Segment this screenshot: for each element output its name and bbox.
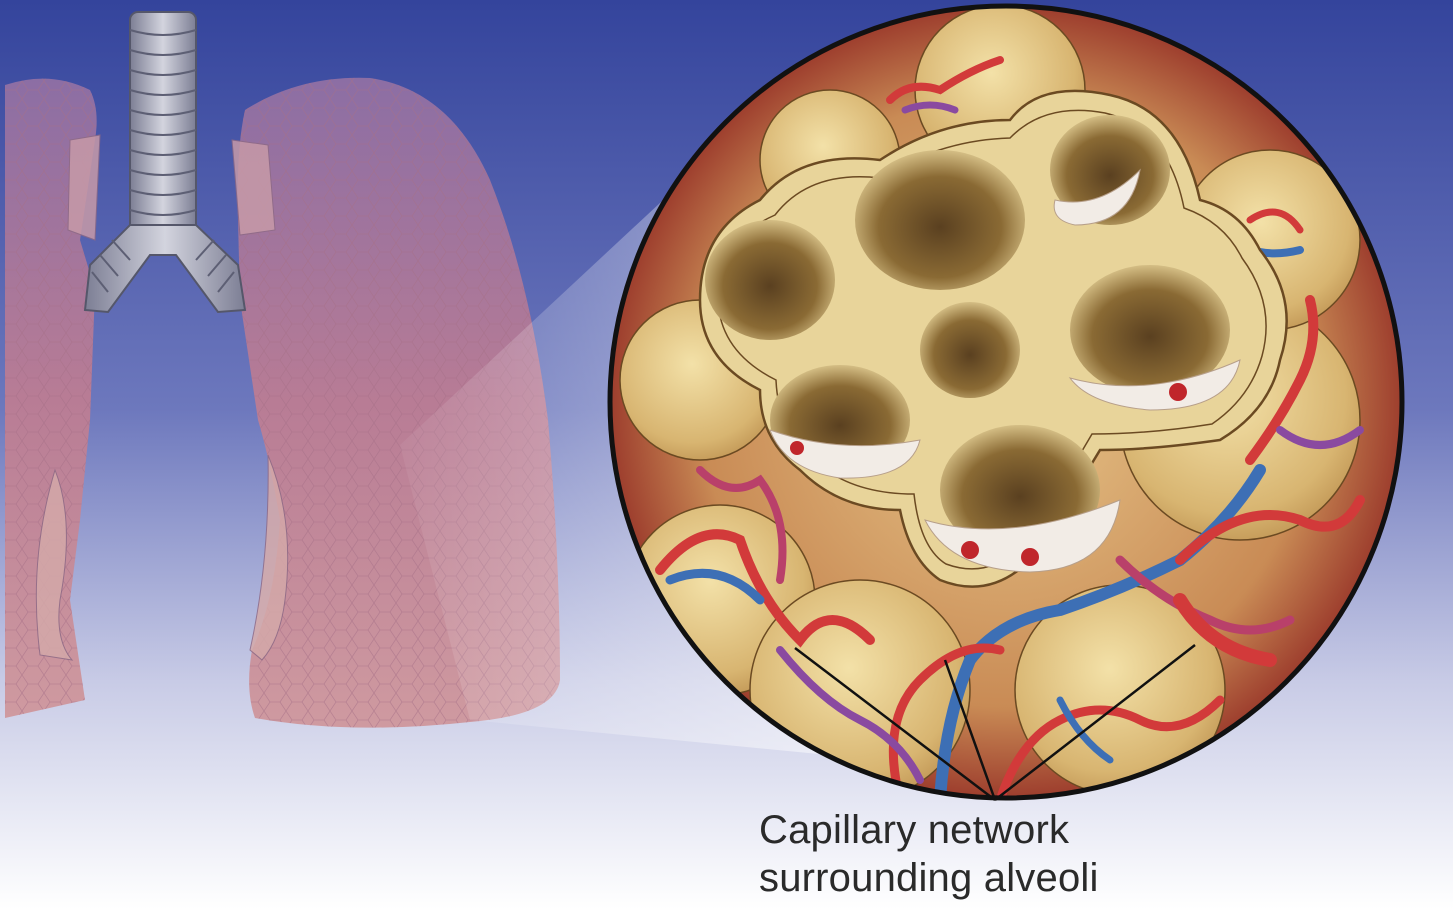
callout-label-line1: Capillary network xyxy=(735,806,1195,854)
callout-label-line2: surrounding alveoli xyxy=(735,854,1195,902)
magnifier-circle xyxy=(610,5,1402,800)
callout-label: Capillary network surrounding alveoli xyxy=(735,806,1195,902)
